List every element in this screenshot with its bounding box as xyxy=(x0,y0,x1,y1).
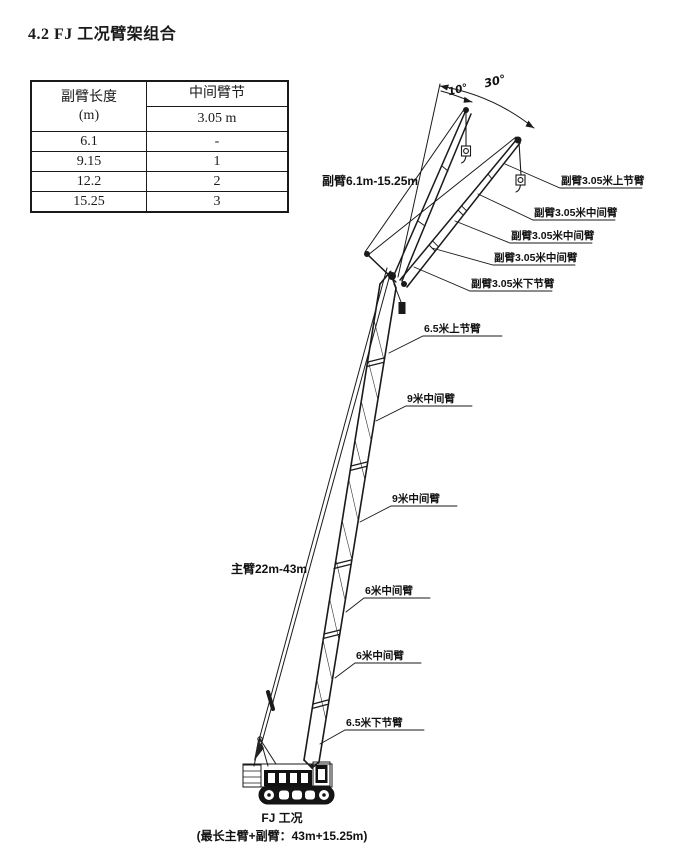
boom-section-label: 9米中间臂 xyxy=(407,393,455,405)
boom-section-label: 9米中间臂 xyxy=(392,493,440,505)
table-row: 6.1 - xyxy=(30,131,289,152)
col1-header-unit: (m) xyxy=(78,107,100,123)
col1-header-cell: 副臂长度 (m) xyxy=(30,80,147,132)
table-row: 12.2 2 xyxy=(30,171,289,192)
jib-section-label: 副臂3.05米中间臂 xyxy=(494,252,578,264)
jib-range-label: 副臂6.1m-15.25m xyxy=(322,174,419,188)
page-title: 4.2 FJ 工况臂架组合 xyxy=(28,26,177,43)
hook-10deg xyxy=(460,111,472,164)
boom-section-joints xyxy=(311,357,385,710)
jib-length-cell: 15.25 xyxy=(30,191,147,213)
main-boom-range-label: 主臂22m-43m xyxy=(231,562,308,576)
crane-base xyxy=(242,736,335,805)
jib-section-label: 副臂3.05米中间臂 xyxy=(534,207,618,219)
jib-10deg xyxy=(364,107,472,282)
hook-30deg xyxy=(515,141,526,193)
arc-arrow-right xyxy=(525,120,534,128)
caption-working-condition: FJ 工况 xyxy=(261,811,303,825)
angle-dimension-arcs xyxy=(439,84,535,129)
table-row: 9.15 1 xyxy=(30,151,289,172)
small-arc-arrow xyxy=(463,96,472,103)
boom-axis-extension-line xyxy=(397,83,441,278)
crawler-track xyxy=(258,785,335,805)
caption-max-combination: (最长主臂+副臂：43m+15.25m) xyxy=(196,829,368,843)
col2-header-cell: 中间臂节 xyxy=(146,80,289,107)
boom-section-label: 6米中间臂 xyxy=(356,650,404,662)
boom-foot-pin xyxy=(310,764,314,768)
jib-config-table: 副臂长度 (m) 中间臂节 3.05 m 6.1 - 9.15 1 12.2 2 xyxy=(30,80,289,213)
diagram-caption: FJ 工况 (最长主臂+副臂：43m+15.25m) xyxy=(162,809,402,844)
boom-pendant-ropes xyxy=(258,267,392,743)
col1-header: 副臂长度 xyxy=(61,90,117,105)
pendant-turnbuckle xyxy=(266,690,275,711)
boom-section-label: 6米中间臂 xyxy=(365,585,413,597)
mid-sections-cell: 2 xyxy=(146,171,289,192)
jib-section-label: 副臂3.05米中间臂 xyxy=(511,230,595,242)
operator-cab xyxy=(312,761,331,787)
counterweight xyxy=(242,764,262,788)
jib-section-label: 副臂3.05米上节臂 xyxy=(561,175,645,187)
boom-section-label: 6.5米上节臂 xyxy=(424,323,481,335)
boom-label-leaders xyxy=(319,335,503,745)
jib-length-cell: 12.2 xyxy=(30,171,147,192)
jib-30deg xyxy=(367,136,522,288)
table-header-row: 副臂长度 (m) 中间臂节 xyxy=(30,80,289,132)
table-row: 15.25 3 xyxy=(30,191,289,213)
arc-arrow-left xyxy=(440,84,449,91)
mid-sections-cell: 3 xyxy=(146,191,289,213)
jib-section-label: 副臂3.05米下节臂 xyxy=(471,278,555,290)
boom-section-label: 6.5米下节臂 xyxy=(346,717,403,729)
gantry-sheave-block xyxy=(254,740,264,761)
main-boom xyxy=(303,271,397,769)
boom-lattice xyxy=(316,319,385,721)
jib-label-leaders xyxy=(413,163,643,292)
